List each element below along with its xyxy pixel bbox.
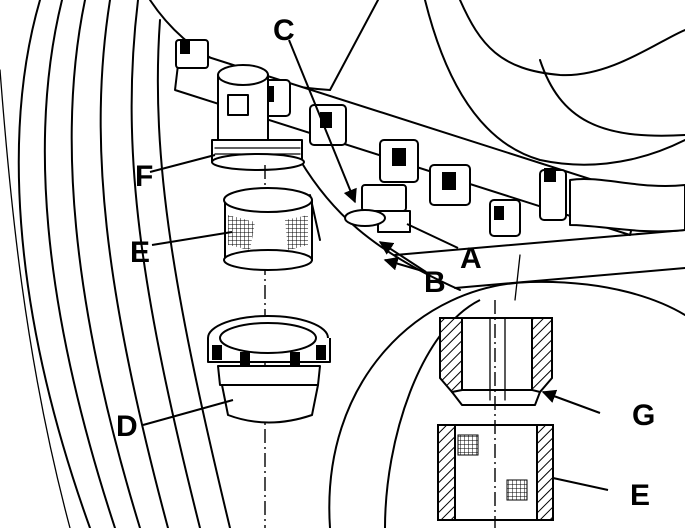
callout-A: A xyxy=(460,242,482,275)
detail-view xyxy=(328,280,685,528)
leader-B-1 xyxy=(378,241,427,273)
callout-B: B xyxy=(424,266,446,299)
leader-E-main xyxy=(151,231,233,246)
callout-G: G xyxy=(632,399,655,432)
leader-lines xyxy=(142,39,609,491)
callout-C: C xyxy=(273,14,295,47)
detail-housing-G xyxy=(439,317,553,406)
machine-frame xyxy=(149,0,685,301)
callout-D: D xyxy=(116,410,138,443)
filter-bowl-D xyxy=(207,315,331,424)
leader-A xyxy=(406,223,459,249)
leader-C xyxy=(288,39,357,204)
exploded-parts xyxy=(207,165,331,528)
leader-E-detail xyxy=(552,477,609,491)
callout-E-main: E xyxy=(130,236,150,269)
leader-G xyxy=(541,389,601,414)
callouts: C A B F E D G E xyxy=(116,14,655,512)
filter-head xyxy=(211,64,305,171)
leader-B-2 xyxy=(383,256,427,273)
callout-E-detail: E xyxy=(630,479,650,512)
detail-screen-E xyxy=(437,424,554,521)
fuel-line-assembly xyxy=(174,39,685,237)
valve xyxy=(344,184,411,233)
leader-F xyxy=(149,154,216,173)
callout-F: F xyxy=(135,160,153,193)
leader-D xyxy=(142,399,234,426)
filter-screen-E xyxy=(223,187,313,271)
